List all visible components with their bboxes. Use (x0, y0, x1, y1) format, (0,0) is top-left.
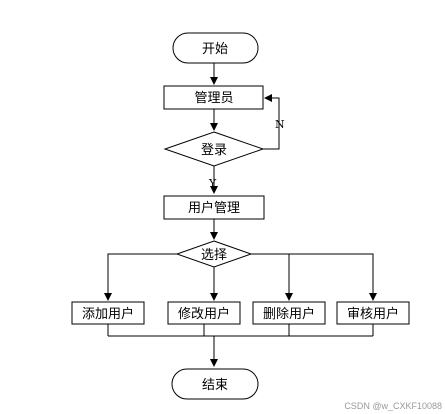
review-user-node: 审核用户 (336, 301, 410, 325)
start-label: 开始 (202, 42, 228, 57)
add-user-node: 添加用户 (71, 301, 145, 325)
add-user-label: 添加用户 (82, 306, 134, 322)
user-mgmt-node: 用户管理 (163, 195, 265, 220)
end-label: 结束 (202, 378, 228, 393)
yes-label: Y (208, 177, 217, 190)
edit-user-label: 修改用户 (178, 306, 230, 322)
end-node: 结束 (171, 368, 259, 400)
select-label: 选择 (201, 248, 227, 263)
login-label: 登录 (201, 143, 227, 158)
start-node: 开始 (172, 32, 259, 64)
no-label: N (275, 118, 285, 131)
edge-login-no (263, 94, 280, 150)
edge-select-review (251, 253, 377, 301)
delete-user-node: 删除用户 (252, 301, 326, 325)
delete-user-label: 删除用户 (263, 306, 315, 322)
edit-user-node: 修改用户 (167, 301, 241, 325)
watermark: CSDN @w_CXKF10088 (344, 401, 442, 411)
user-mgmt-label: 用户管理 (188, 200, 240, 216)
review-user-label: 审核用户 (347, 306, 399, 322)
select-decision: 选择 (175, 240, 253, 268)
admin-node: 管理员 (163, 85, 264, 110)
login-decision: 登录 (163, 131, 265, 167)
admin-label: 管理员 (194, 91, 233, 106)
edge-select-add (104, 253, 177, 301)
